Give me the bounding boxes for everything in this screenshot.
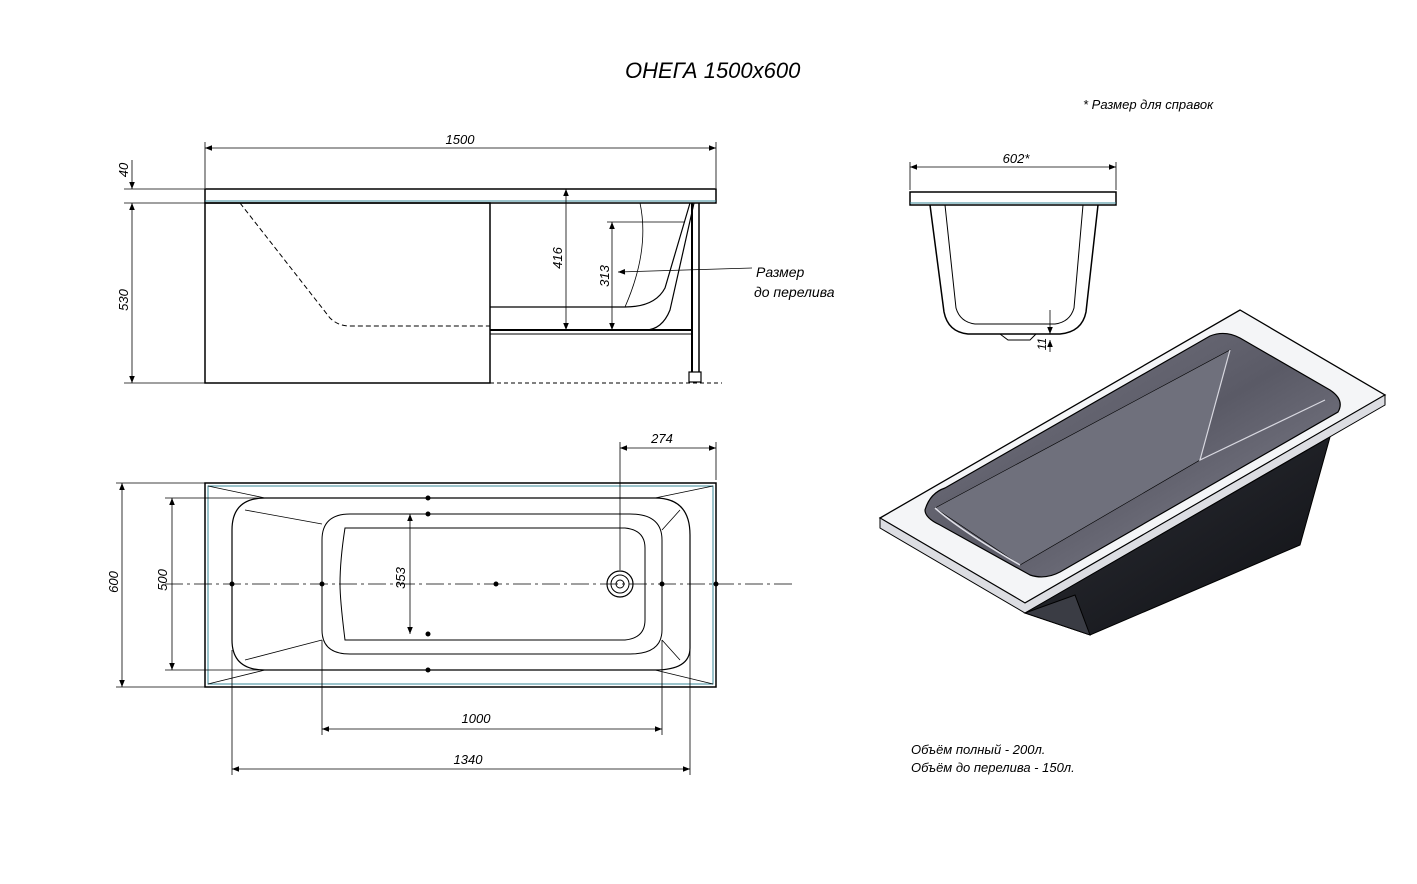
dim-side-length: 1500: [446, 132, 476, 147]
drawing-title: ОНЕГА 1500x600: [625, 58, 801, 83]
dim-top-drain-offset: 274: [650, 431, 673, 446]
isometric-render: [878, 309, 1387, 636]
end-basin-outer: [929, 204, 1099, 335]
dim-side-depth: 416: [550, 246, 565, 268]
overflow-label-line-2: до перелива: [754, 284, 835, 300]
volume-overflow-note: Объём до перелива - 150л.: [911, 760, 1075, 775]
side-basin: [490, 202, 691, 308]
dim-top-inner-length: 1340: [454, 752, 484, 767]
end-view: [909, 162, 1117, 352]
top-view: [116, 442, 795, 775]
dim-top-bottom-length: 1000: [462, 711, 492, 726]
volume-full-note: Объём полный - 200л.: [911, 742, 1046, 757]
side-view: [124, 142, 753, 384]
side-apron: [204, 202, 491, 384]
overflow-label-line-1: Размер: [756, 264, 805, 280]
dim-end-width: 602*: [1003, 151, 1031, 166]
dim-top-width: 600: [106, 570, 121, 592]
end-basin-inner: [944, 204, 1084, 325]
side-basin-hidden: [239, 202, 490, 327]
side-rim: [204, 188, 717, 204]
dim-top-bottom-width: 353: [393, 566, 408, 588]
dim-side-rim: 40: [116, 162, 131, 177]
reference-note: * Размер для справок: [1083, 97, 1214, 112]
dim-side-height: 530: [116, 288, 131, 310]
dim-end-drain: 11: [1035, 338, 1049, 350]
top-basin-floor: [321, 513, 663, 655]
end-rim: [909, 191, 1117, 206]
dim-side-overflow-height: 313: [597, 264, 612, 286]
dim-top-inner-width: 500: [155, 568, 170, 590]
